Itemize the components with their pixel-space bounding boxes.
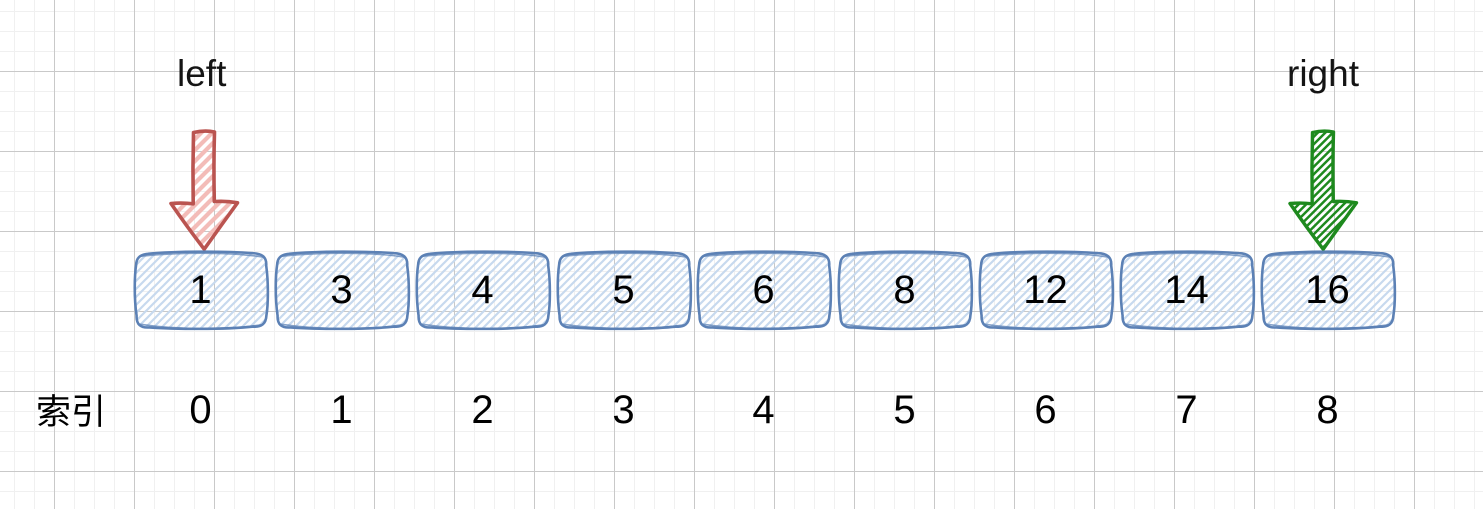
array-cell-value: 5 [612, 267, 635, 312]
array-cell: 12 [975, 247, 1116, 333]
array-cell-value: 12 [1023, 267, 1068, 312]
left-arrow-down-icon [169, 129, 240, 251]
array-cell-value: 6 [752, 267, 775, 312]
left-pointer-label: left [177, 53, 227, 94]
array-cell-value: 8 [893, 267, 916, 312]
index-label: 7 [1175, 388, 1198, 432]
index-label: 6 [1034, 388, 1057, 432]
index-label: 5 [893, 388, 916, 432]
array-cell: 6 [693, 247, 834, 333]
array-cell-value: 16 [1305, 267, 1350, 312]
array-cell-value: 14 [1164, 267, 1209, 312]
right-arrow-down-icon [1288, 129, 1359, 251]
array-cell-value: 1 [189, 267, 212, 312]
index-label: 4 [752, 388, 775, 432]
index-label: 3 [612, 388, 635, 432]
index-label: 2 [471, 388, 494, 432]
array-cell: 1 [130, 247, 271, 333]
array-cell: 5 [553, 247, 694, 333]
index-label: 8 [1316, 388, 1339, 432]
array-cell-value: 3 [330, 267, 353, 312]
array-cell: 14 [1116, 247, 1257, 333]
array-cell: 16 [1257, 247, 1398, 333]
array-cell-value: 4 [471, 267, 494, 312]
array-cell: 3 [271, 247, 412, 333]
index-row-label: 索引 [36, 393, 107, 432]
array-cell: 4 [412, 247, 553, 333]
array-cell: 8 [834, 247, 975, 333]
index-label: 1 [330, 388, 353, 432]
right-pointer-label: right [1287, 53, 1359, 94]
index-label: 0 [189, 388, 212, 432]
